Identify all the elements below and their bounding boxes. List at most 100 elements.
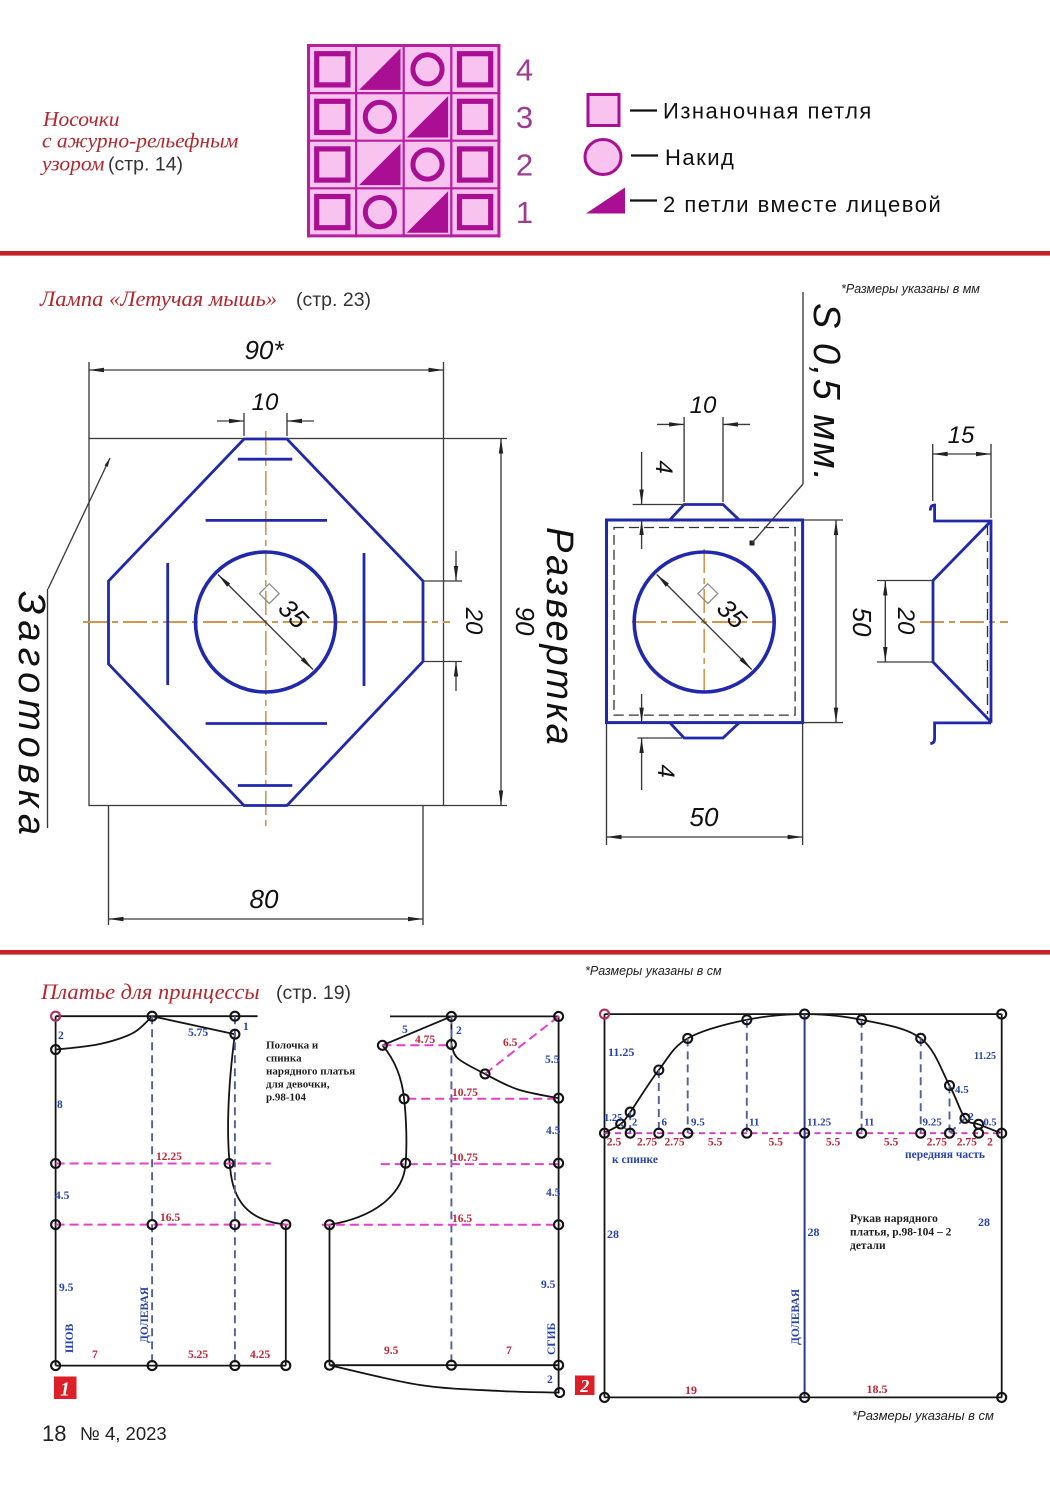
svg-text:4.75: 4.75	[415, 1034, 435, 1046]
svg-text:5.5: 5.5	[884, 1137, 899, 1149]
svg-text:Рукав нарядного: Рукав нарядного	[850, 1213, 938, 1225]
svg-text:20: 20	[892, 607, 919, 635]
svg-text:1: 1	[243, 1021, 249, 1033]
svg-text:узором: узором	[40, 152, 105, 176]
svg-text:90*: 90*	[244, 335, 284, 365]
svg-text:для девочки,: для девочки,	[266, 1079, 330, 1091]
svg-text:4.5: 4.5	[546, 1187, 561, 1199]
svg-text:5: 5	[402, 1024, 408, 1036]
svg-text:2.75: 2.75	[957, 1137, 977, 1149]
svg-text:28: 28	[808, 1225, 820, 1239]
svg-text:2.5: 2.5	[607, 1137, 622, 1149]
svg-text:10: 10	[252, 389, 279, 416]
svg-text:СГИБ: СГИБ	[546, 1322, 558, 1355]
svg-text:4.25: 4.25	[250, 1349, 270, 1361]
svg-text:5.5: 5.5	[826, 1137, 841, 1149]
svg-text:50: 50	[847, 608, 877, 637]
svg-text:2: 2	[579, 1376, 589, 1396]
svg-text:4.5: 4.5	[55, 1190, 70, 1202]
svg-text:90: 90	[510, 607, 540, 636]
svg-text:2 петли вместе лицевой: 2 петли вместе лицевой	[663, 192, 942, 217]
svg-text:(стр. 23): (стр. 23)	[296, 289, 371, 311]
svg-text:№ 4, 2023: № 4, 2023	[80, 1423, 167, 1444]
svg-text:10: 10	[690, 392, 717, 419]
svg-text:с ажурно-рельефным: с ажурно-рельефным	[42, 129, 239, 153]
svg-text:4: 4	[650, 460, 677, 473]
svg-text:2.75: 2.75	[664, 1137, 684, 1149]
svg-text:Полочка и: Полочка и	[266, 1040, 319, 1052]
svg-text:6: 6	[662, 1117, 668, 1129]
svg-text:19: 19	[685, 1383, 697, 1397]
svg-text:18: 18	[42, 1421, 66, 1446]
svg-text:11: 11	[864, 1117, 874, 1129]
svg-text:9.5: 9.5	[384, 1345, 399, 1357]
svg-text:9.5: 9.5	[59, 1282, 74, 1294]
svg-text:28: 28	[978, 1215, 990, 1229]
svg-text:5.5: 5.5	[769, 1137, 784, 1149]
svg-text:2: 2	[969, 1112, 974, 1123]
svg-text:2: 2	[632, 1118, 637, 1129]
svg-text:к спинке: к спинке	[612, 1154, 658, 1166]
svg-text:2.75: 2.75	[637, 1137, 657, 1149]
svg-text:10.75: 10.75	[452, 1087, 478, 1099]
svg-text:9.5: 9.5	[541, 1279, 556, 1291]
svg-text:6.5: 6.5	[503, 1037, 518, 1049]
svg-text:Лампа «Летучая мышь»: Лампа «Летучая мышь»	[39, 286, 277, 311]
svg-text:5.75: 5.75	[188, 1027, 208, 1039]
svg-text:*Размеры указаны в см: *Размеры указаны в см	[585, 964, 722, 978]
svg-text:2: 2	[58, 1030, 64, 1042]
svg-text:35: 35	[711, 593, 753, 635]
svg-text:4: 4	[652, 764, 679, 777]
svg-text:*Размеры указаны в см: *Размеры указаны в см	[852, 1408, 994, 1423]
svg-text:Заготовка: Заготовка	[10, 591, 52, 841]
svg-text:4.5: 4.5	[546, 1125, 561, 1137]
svg-text:16.5: 16.5	[452, 1213, 472, 1225]
svg-text:Изнаночная петля: Изнаночная петля	[663, 99, 873, 124]
svg-text:2: 2	[456, 1025, 462, 1037]
svg-text:28: 28	[607, 1227, 619, 1241]
svg-text:12.25: 12.25	[156, 1151, 182, 1163]
svg-text:Платье для принцессы: Платье для принцессы	[40, 979, 260, 1004]
svg-text:нарядного платья: нарядного платья	[266, 1066, 355, 1078]
svg-text:ДОЛЕВАЯ: ДОЛЕВАЯ	[790, 1288, 802, 1345]
svg-text:ШОВ: ШОВ	[64, 1323, 76, 1353]
svg-text:1: 1	[60, 1380, 70, 1401]
svg-text:Носочки: Носочки	[42, 107, 120, 131]
svg-text:ДОЛЕВАЯ: ДОЛЕВАЯ	[139, 1286, 151, 1343]
svg-text:50: 50	[690, 802, 719, 832]
svg-text:2: 2	[547, 1374, 553, 1386]
svg-text:11: 11	[749, 1117, 759, 1129]
svg-text:35: 35	[273, 593, 315, 635]
svg-text:9.25: 9.25	[923, 1117, 943, 1129]
svg-text:детали: детали	[850, 1240, 886, 1252]
svg-text:7: 7	[506, 1345, 512, 1357]
svg-text:передняя часть: передняя часть	[905, 1149, 985, 1161]
svg-text:2: 2	[516, 148, 533, 183]
svg-text:(стр. 14): (стр. 14)	[108, 154, 183, 176]
svg-text:11.25: 11.25	[974, 1051, 996, 1062]
svg-text:1: 1	[516, 195, 533, 230]
svg-text:платья, р.98-104 – 2: платья, р.98-104 – 2	[850, 1227, 952, 1239]
svg-text:(стр. 19): (стр. 19)	[276, 982, 351, 1004]
svg-text:8: 8	[57, 1099, 63, 1111]
svg-text:2: 2	[987, 1137, 993, 1149]
svg-text:2.75: 2.75	[927, 1137, 947, 1149]
svg-text:80: 80	[250, 884, 279, 914]
svg-text:0.5: 0.5	[984, 1118, 997, 1129]
svg-text:4: 4	[516, 52, 533, 87]
svg-text:3: 3	[516, 100, 533, 135]
svg-text:спинка: спинка	[266, 1053, 302, 1065]
svg-text:20: 20	[460, 607, 487, 635]
svg-text:Развертка: Развертка	[538, 527, 580, 748]
svg-text:15: 15	[948, 422, 975, 449]
svg-text:11.25: 11.25	[807, 1117, 832, 1129]
svg-text:9.5: 9.5	[691, 1117, 705, 1129]
svg-text:р.98-104: р.98-104	[266, 1092, 307, 1104]
svg-text:18.5: 18.5	[867, 1382, 888, 1396]
svg-text:10.75: 10.75	[452, 1152, 478, 1164]
svg-text:Накид: Накид	[665, 145, 735, 170]
svg-text:7: 7	[92, 1349, 98, 1361]
svg-text:5.5: 5.5	[545, 1054, 560, 1066]
svg-text:S 0,5 мм.: S 0,5 мм.	[805, 303, 847, 483]
svg-text:5.5: 5.5	[708, 1137, 723, 1149]
